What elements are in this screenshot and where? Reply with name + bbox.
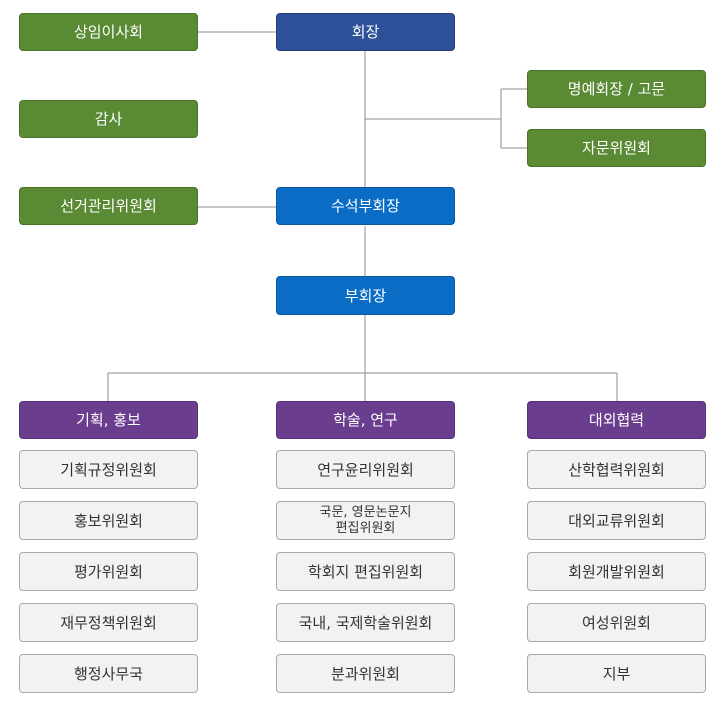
committee-label: 기획규정위원회 [60,460,157,479]
committee-label: 지부 [602,664,631,683]
committee-label: 대외교류위원회 [568,511,665,530]
honorary-box: 명예회장 / 고문 [527,70,706,108]
auditor-label: 감사 [94,110,123,128]
committee-label: 행정사무국 [73,664,143,683]
committee-label: 산학협력위원회 [568,460,665,479]
division-academic-box: 학술, 연구 [276,401,455,439]
committee-label: 회원개발위원회 [568,562,665,581]
chairman-label: 회장 [351,23,380,41]
vice-president-label: 부회장 [344,286,387,305]
committee-label: 평가위원회 [73,562,143,581]
committee-label: 국내, 국제학술위원회 [298,613,433,632]
committee-label: 연구윤리위원회 [317,460,414,479]
vice-president-box: 부회장 [276,276,455,315]
committee-box: 지부 [527,654,706,693]
advisory-committee-label: 자문위원회 [581,139,651,157]
committee-box: 연구윤리위원회 [276,450,455,489]
honorary-label: 명예회장 / 고문 [567,80,666,98]
committee-label: 국문, 영문논문지 편집위원회 [319,504,412,536]
standing-board-label: 상임이사회 [73,23,143,41]
committee-box: 학회지 편집위원회 [276,552,455,591]
committee-box: 여성위원회 [527,603,706,642]
chairman-box: 회장 [276,13,455,51]
committee-box: 평가위원회 [19,552,198,591]
committee-box: 재무정책위원회 [19,603,198,642]
committee-box: 국문, 영문논문지 편집위원회 [276,501,455,540]
committee-box: 국내, 국제학술위원회 [276,603,455,642]
committee-box: 기획규정위원회 [19,450,198,489]
committee-label: 학회지 편집위원회 [307,562,424,581]
committee-label: 여성위원회 [581,613,651,632]
division-title: 기획, 홍보 [76,411,141,429]
division-title: 학술, 연구 [333,411,398,429]
advisory-committee-box: 자문위원회 [527,129,706,167]
division-planning-box: 기획, 홍보 [19,401,198,439]
election-committee-label: 선거관리위원회 [60,197,157,215]
committee-label: 분과위원회 [330,664,400,683]
committee-box: 홍보위원회 [19,501,198,540]
committee-box: 회원개발위원회 [527,552,706,591]
senior-vice-president-box: 수석부회장 [276,187,455,225]
committee-box: 분과위원회 [276,654,455,693]
division-external-box: 대외협력 [527,401,706,439]
division-title: 대외협력 [588,411,645,429]
auditor-box: 감사 [19,100,198,138]
senior-vice-president-label: 수석부회장 [330,197,400,215]
standing-board-box: 상임이사회 [19,13,198,51]
committee-label: 재무정책위원회 [60,613,157,632]
committee-box: 행정사무국 [19,654,198,693]
committee-box: 대외교류위원회 [527,501,706,540]
committee-label: 홍보위원회 [73,511,143,530]
committee-box: 산학협력위원회 [527,450,706,489]
election-committee-box: 선거관리위원회 [19,187,198,225]
